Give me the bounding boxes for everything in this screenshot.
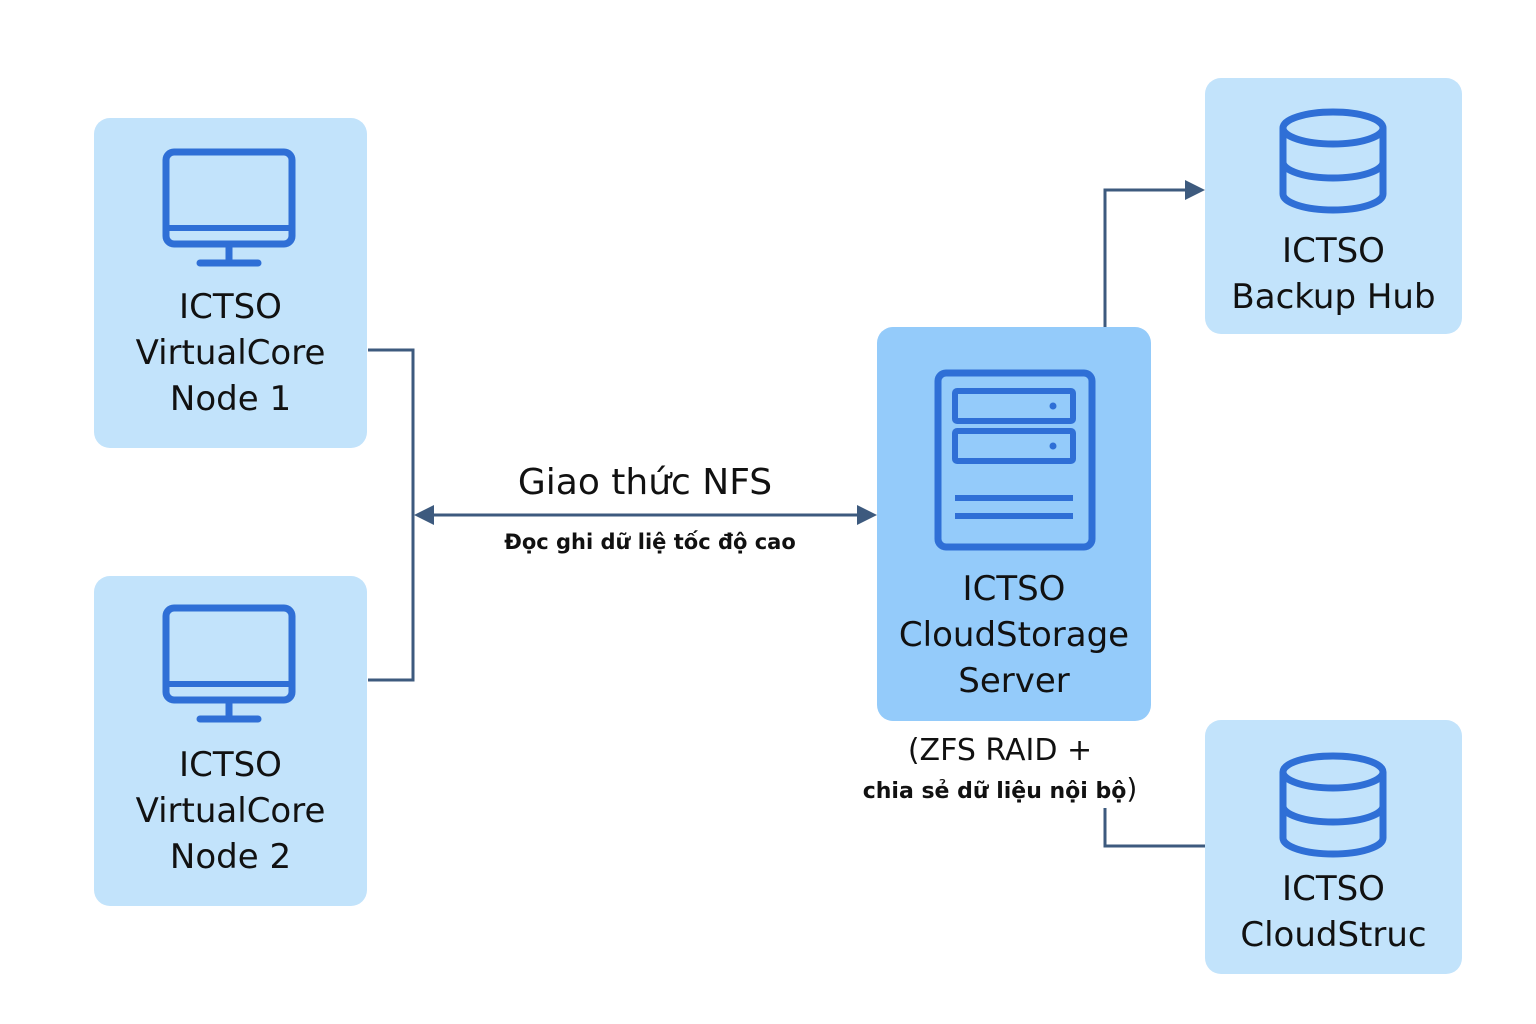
node-label-line: ICTSO xyxy=(1282,869,1385,909)
node-backup-hub: ICTSO Backup Hub xyxy=(1205,78,1462,334)
node1-connector xyxy=(368,348,415,515)
nfs-arrow-head-left xyxy=(414,505,434,525)
node-label-line: ICTSO xyxy=(179,745,282,785)
database-icon xyxy=(1279,752,1387,858)
node-label: ICTSO Backup Hub xyxy=(1205,228,1462,320)
node-label-line: ICTSO xyxy=(1282,231,1385,271)
node2-connector xyxy=(368,515,415,682)
server-note-line-1: (ZFS RAID + xyxy=(907,733,1093,768)
monitor-icon xyxy=(162,148,296,267)
node-label-line: Node 1 xyxy=(169,379,292,419)
nfs-protocol-label: Giao thức NFS xyxy=(517,462,773,503)
node-cloudstruc: ICTSO CloudStruc xyxy=(1205,720,1462,974)
nfs-protocol-sublabel: Đọc ghi dữ liệ tốc độ cao xyxy=(504,530,796,554)
node-label-line: VirtualCore xyxy=(135,333,326,373)
node-label-line: Backup Hub xyxy=(1231,277,1436,317)
node-label: ICTSO CloudStorage Server xyxy=(877,566,1151,704)
server-note-line-2: chia sẻ dữ liệu nội bộ) xyxy=(850,770,1150,811)
node-label: ICTSO VirtualCore Node 1 xyxy=(94,284,367,422)
database-icon xyxy=(1279,108,1387,214)
server-rack-icon xyxy=(934,369,1096,551)
node-cloudstorage-server: ICTSO CloudStorage Server xyxy=(877,327,1151,721)
node-label-line: CloudStorage xyxy=(898,615,1130,655)
node-label-line: ICTSO xyxy=(179,287,282,327)
monitor-icon xyxy=(162,604,296,723)
node-label-line: VirtualCore xyxy=(135,791,326,831)
node-virtualcore-2: ICTSO VirtualCore Node 2 xyxy=(94,576,367,906)
backup-connector xyxy=(1103,188,1188,327)
server-note-line-2-text: chia sẻ dữ liệu nội bộ xyxy=(862,779,1127,804)
server-note: (ZFS RAID + chia sẻ dữ liệu nội bộ) xyxy=(850,732,1150,811)
node-label: ICTSO VirtualCore Node 2 xyxy=(94,742,367,880)
node-label-line: Server xyxy=(958,661,1070,701)
server-note-close-paren: ) xyxy=(1126,772,1138,805)
node-label: ICTSO CloudStruc xyxy=(1205,866,1462,958)
backup-arrow-head xyxy=(1185,180,1205,200)
node-label-line: CloudStruc xyxy=(1240,915,1427,955)
node-label-line: ICTSO xyxy=(962,569,1066,609)
nfs-arrow-head-right xyxy=(857,505,877,525)
node-virtualcore-1: ICTSO VirtualCore Node 1 xyxy=(94,118,367,448)
cloudstruc-connector xyxy=(1103,808,1205,848)
node-label-line: Node 2 xyxy=(169,837,292,877)
